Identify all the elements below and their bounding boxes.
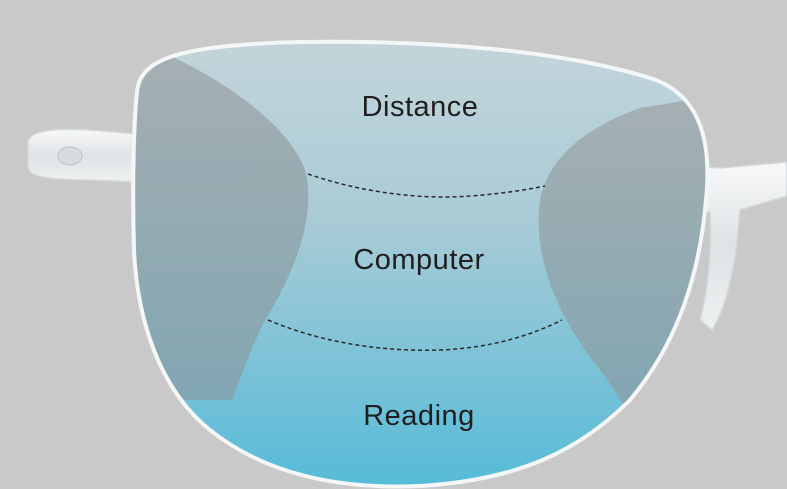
zone-label-computer: Computer: [353, 244, 484, 276]
left-temple-arm: [27, 128, 139, 183]
left-blur-zone: [133, 41, 309, 400]
zone-label-reading: Reading: [363, 400, 475, 432]
zone-label-distance: Distance: [362, 91, 479, 123]
lens-frame: [131, 39, 710, 489]
divider-distance-computer: [307, 173, 546, 198]
divider-computer-reading: [267, 319, 563, 351]
